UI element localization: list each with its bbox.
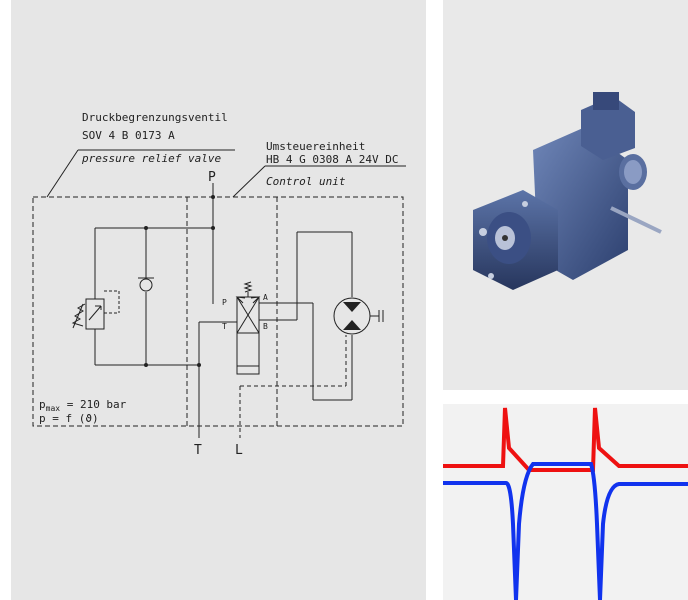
valve-port-b: B — [263, 322, 268, 331]
control-unit-code: HB 4 G 0308 A 24V DC — [266, 153, 398, 166]
pressure-curve-graph-icon — [443, 407, 688, 600]
relief-valve-name-en: pressure relief valve — [81, 152, 221, 165]
valve-port-a: A — [263, 293, 268, 302]
valve-port-t: T — [222, 322, 227, 331]
blue-curve — [443, 462, 688, 600]
relief-valve-name-de: Druckbegrenzungsventil — [82, 111, 228, 124]
port-label-l: L — [235, 443, 243, 458]
relief-valve-code: SOV 4 B 0173 A — [82, 129, 175, 142]
p-function-spec: p = f (ϑ) — [39, 412, 99, 425]
control-unit-name-en: Control unit — [266, 175, 346, 188]
pmax-spec: pmax = 210 bar — [39, 398, 127, 413]
hydraulic-schematic: P T A B Druckbegrenzungsventil SOV 4 B 0… — [11, 0, 426, 600]
product-photo — [443, 0, 688, 390]
valve-port-p: P — [222, 298, 227, 307]
schematic-drawing: P T A B Druckbegrenzungsventil SOV 4 B 0… — [32, 111, 406, 458]
port-label-t: T — [194, 443, 202, 458]
hydraulic-motor-photo-icon — [473, 92, 662, 290]
red-curve — [443, 407, 688, 472]
port-label-p: P — [208, 170, 216, 185]
pressure-curve-graph — [443, 404, 688, 600]
control-unit-name-de: Umsteuereinheit — [266, 140, 365, 153]
outer-dashed-enclosure — [32, 196, 404, 427]
